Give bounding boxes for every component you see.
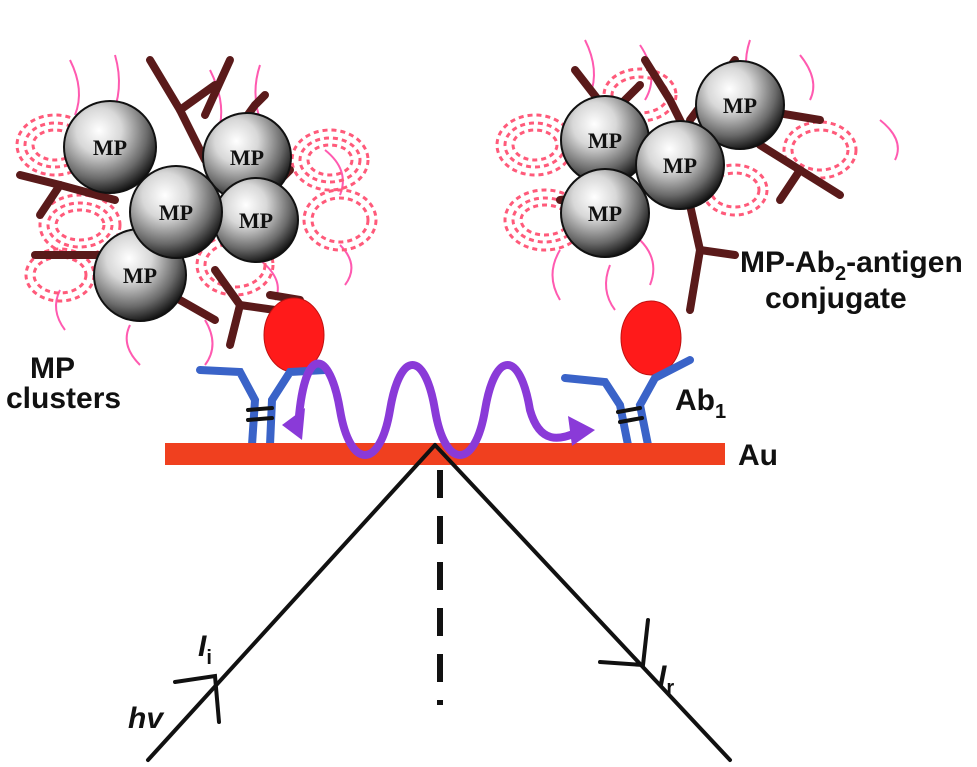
conjugate-label-part-b: -antigen bbox=[846, 246, 963, 279]
incident-intensity-main: I bbox=[198, 630, 207, 663]
ab1-label-sub: 1 bbox=[715, 401, 726, 423]
reflected-intensity-sub: r bbox=[666, 677, 674, 699]
antibody1-right-icon bbox=[561, 356, 694, 449]
au-label: Au bbox=[738, 439, 778, 472]
particle-label: MP bbox=[588, 128, 622, 153]
photon-energy-label: hv bbox=[128, 702, 165, 735]
magnetic-particle-sphere-icon: MP bbox=[635, 120, 725, 210]
conjugate-label-sub: 2 bbox=[835, 263, 846, 285]
particle-label: MP bbox=[93, 135, 127, 160]
conjugate-label-line1: MP-Ab2-antigen bbox=[740, 246, 963, 285]
particle-label: MP bbox=[230, 145, 264, 170]
plasmon-wave-arrowhead-left bbox=[282, 408, 305, 440]
reflected-intensity-main: I bbox=[658, 660, 667, 693]
incident-intensity-label: Ii bbox=[198, 630, 212, 669]
ab1-label-main: Ab bbox=[675, 384, 715, 417]
mp-clusters-label-line1: MP bbox=[30, 352, 75, 385]
magnetic-particle-sphere-icon: MP bbox=[560, 168, 650, 258]
particle-label: MP bbox=[123, 263, 157, 288]
magnetic-particle-sphere-icon: MP bbox=[63, 100, 157, 194]
light-path bbox=[146, 443, 732, 762]
particle-label: MP bbox=[159, 200, 193, 225]
magnetic-particle-sphere-icon: MP bbox=[695, 60, 785, 150]
conjugate-label-part-a: MP-Ab bbox=[740, 246, 835, 279]
particle-label: MP bbox=[663, 153, 697, 178]
particle-label: MP bbox=[239, 208, 273, 233]
ab1-label: Ab1 bbox=[675, 384, 726, 423]
plasmon-wave-arrowhead-right bbox=[568, 416, 595, 446]
antigen-right bbox=[620, 300, 682, 376]
incident-arrow-icon bbox=[173, 673, 221, 724]
particle-label: MP bbox=[588, 201, 622, 226]
reflected-intensity-label: Ir bbox=[658, 660, 674, 699]
right-cluster-particles: MP MP MP MP bbox=[560, 60, 785, 258]
left-cluster-particles: MP MP MP MP MP bbox=[63, 100, 299, 322]
plasmon-wave bbox=[294, 359, 582, 459]
magnetic-particle-sphere-icon: MP bbox=[129, 165, 223, 259]
incident-intensity-sub: i bbox=[206, 647, 212, 669]
conjugate-label-line2: conjugate bbox=[765, 282, 907, 315]
particle-label: MP bbox=[723, 93, 757, 118]
reflected-arrow-icon bbox=[598, 618, 650, 668]
mp-clusters-label-line2: clusters bbox=[6, 382, 121, 415]
magnetic-particle-sphere-icon: MP bbox=[213, 177, 299, 263]
